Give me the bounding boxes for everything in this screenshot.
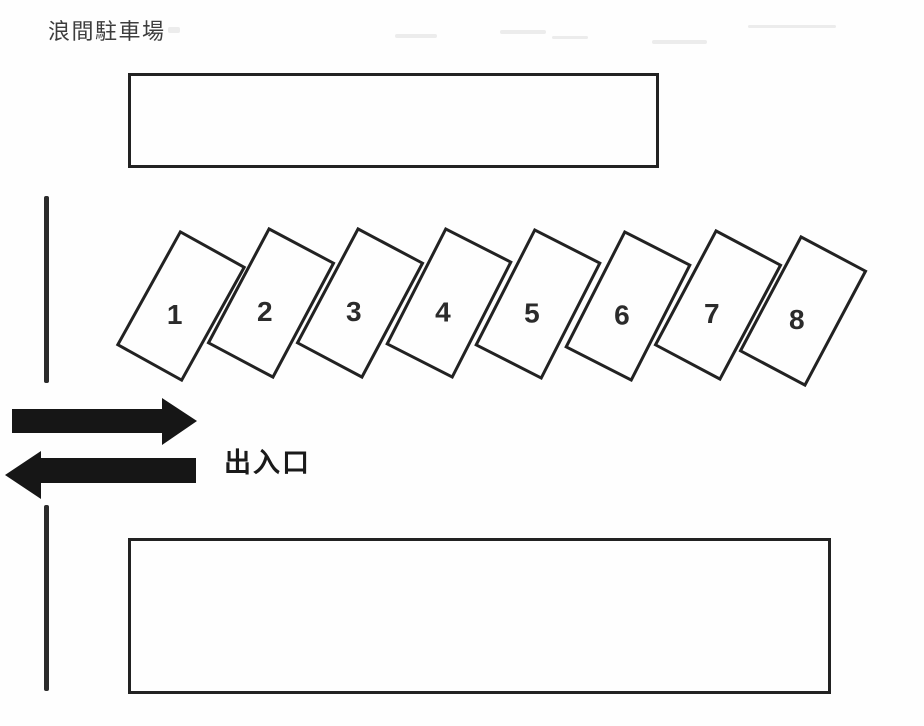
entrance-exit-label: 出入口 <box>224 448 311 478</box>
parking-space-number: 3 <box>345 296 362 328</box>
upper-area-rect <box>128 73 659 168</box>
parking-space-number: 7 <box>703 298 720 330</box>
scan-artifact <box>500 30 546 34</box>
parking-space-number: 6 <box>614 299 630 331</box>
left-boundary-line-lower <box>44 505 49 691</box>
parking-space-number: 5 <box>524 297 540 329</box>
parking-space-number: 1 <box>166 299 183 331</box>
scan-artifact <box>552 36 588 39</box>
scan-artifact <box>652 40 707 44</box>
left-boundary-line-upper <box>44 196 49 383</box>
parking-space-4: 4 <box>385 226 513 380</box>
parking-space-number: 8 <box>788 304 805 336</box>
page-title: 浪間駐車場 <box>48 19 166 44</box>
parking-space-number: 2 <box>256 296 273 328</box>
arrow-right-icon <box>12 398 197 445</box>
scan-artifact <box>168 27 180 33</box>
parking-space-number: 4 <box>435 296 451 328</box>
scan-artifact <box>748 25 836 28</box>
scan-artifact <box>395 34 437 38</box>
arrow-left-icon <box>5 451 196 499</box>
lower-area-rect <box>128 538 831 694</box>
